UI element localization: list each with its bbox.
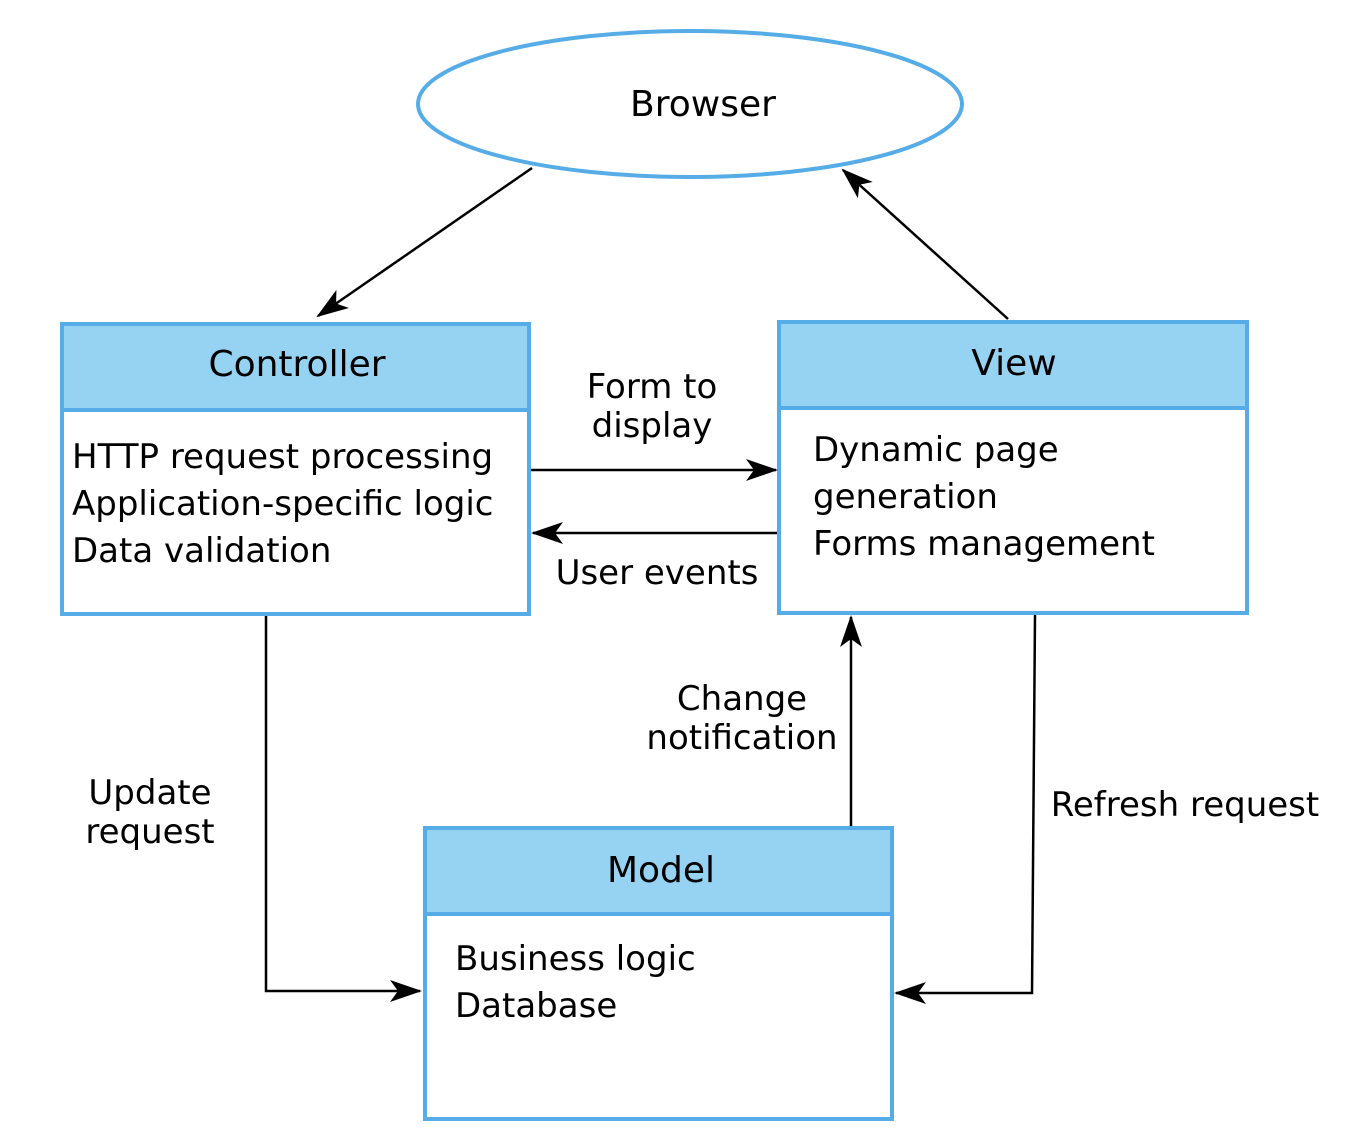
model-header: [423, 826, 894, 916]
view-header: [777, 320, 1249, 410]
edge-labels: Form to display User events Update reque…: [85, 367, 1319, 852]
label-update-request: request: [85, 812, 214, 852]
controller-line: HTTP request processing: [72, 437, 493, 477]
arrow-update-request: [264, 616, 422, 1002]
view-line: Forms management: [813, 524, 1155, 564]
label-change-notification: notification: [646, 718, 837, 758]
controller-node: Controller HTTP request processing Appli…: [60, 322, 531, 616]
arrow-view-to-browser: [841, 168, 1009, 320]
controller-line: Data validation: [72, 531, 331, 571]
browser-ellipse: [416, 29, 964, 179]
view-title: View: [971, 343, 1056, 384]
controller-line: Application-specific logic: [72, 484, 493, 524]
label-user-events: User events: [556, 553, 759, 593]
model-node: Model Business logic Database: [423, 826, 894, 1121]
controller-title: Controller: [208, 344, 385, 385]
label-update-request: Update: [88, 773, 211, 813]
arrow-refresh-request: [894, 614, 1037, 1004]
view-line: Dynamic page: [813, 430, 1059, 470]
label-refresh-request: Refresh request: [1051, 785, 1319, 825]
label-form-to-display: Form to: [587, 367, 718, 407]
model-line: Database: [455, 986, 617, 1026]
arrow-browser-to-controller: [316, 166, 533, 318]
view-node: View Dynamic page generation Forms manag…: [777, 320, 1249, 615]
browser-node: Browser: [416, 29, 964, 179]
browser-label: Browser: [630, 84, 776, 125]
view-line: generation: [813, 477, 998, 517]
label-change-notification: Change: [677, 679, 807, 719]
edges: [264, 166, 1037, 1004]
controller-header: [60, 322, 531, 412]
model-title: Model: [607, 850, 715, 891]
model-line: Business logic: [455, 939, 696, 979]
label-form-to-display: display: [592, 406, 713, 446]
